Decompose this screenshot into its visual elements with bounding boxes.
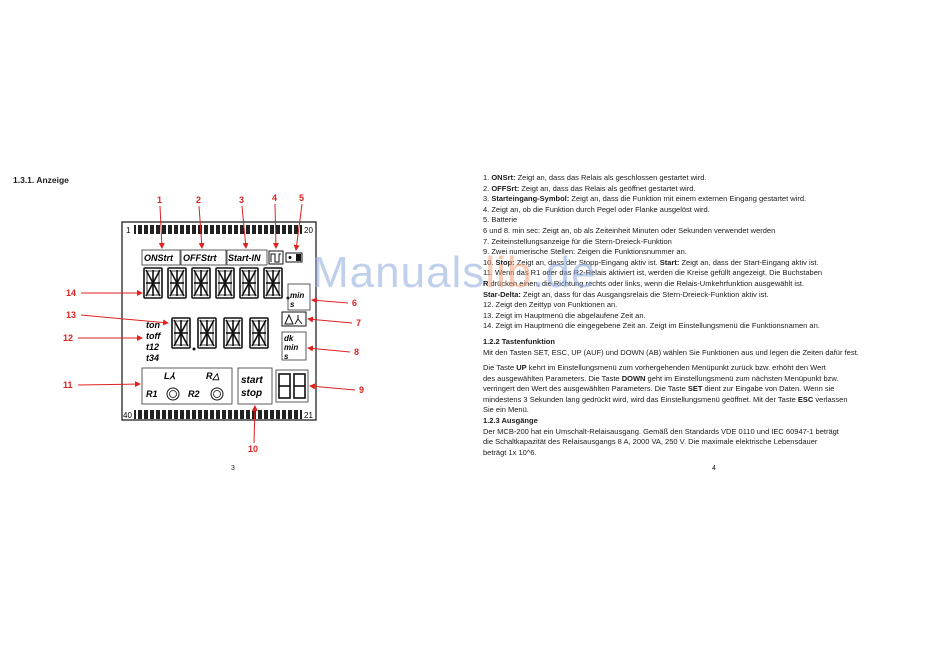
start-in-label: Start-IN	[228, 253, 261, 263]
time-type-t12: t12	[146, 342, 159, 352]
relay-indicators: L⅄ R△ R1 R2	[141, 367, 233, 405]
relay-r1-label: R1	[146, 389, 158, 399]
lcd-frame	[121, 221, 317, 421]
onstrt-label: ONStrt	[144, 253, 174, 263]
callout-14: 14	[66, 288, 76, 298]
callout-12: 12	[63, 333, 73, 343]
unit-top: min s	[287, 283, 311, 311]
relay-r1-circle	[166, 387, 180, 401]
list-item: 1. ONSrt: Zeigt an, dass das Relais als …	[483, 173, 707, 182]
corner-label-21: 21	[304, 411, 313, 420]
heading-ausgaenge: 1.2.3 Ausgänge	[483, 416, 538, 426]
bottom-digit-row	[171, 317, 269, 351]
start-stop-indicator: start stop	[237, 367, 273, 405]
paragraph: Der MCB-200 hat ein Umschalt-Relaisausga…	[483, 426, 839, 436]
list-item: 5. Batterie	[483, 215, 518, 225]
description-text: 1. ONSrt: Zeigt an, dass das Relais als …	[483, 173, 945, 458]
heading-tastenfunktion: 1.2.2 Tastenfunktion	[483, 336, 555, 346]
battery-icon	[285, 252, 303, 263]
time-type-t34: t34	[146, 353, 159, 363]
list-item: 6 und 8. min sec: Zeigt an, ob als Zeite…	[483, 225, 776, 235]
callout-8: 8	[354, 347, 359, 357]
relay-r2-circle	[210, 387, 224, 401]
watermark: Manualslib.de	[312, 248, 597, 297]
list-item: Star-Delta: Zeigt an, dass für das Ausga…	[483, 289, 769, 299]
paragraph: beträgt 1x 10^6.	[483, 447, 537, 457]
corner-label-40: 40	[123, 411, 132, 420]
left-page: 1.3.1. Anzeige 1 20 40 21	[13, 175, 364, 472]
page-number-right: 4	[712, 465, 716, 472]
paragraph: Die Taste UP kehrt im Einstellungsmenü z…	[483, 363, 826, 373]
callout-3: 3	[239, 195, 244, 205]
list-item: R drücken einen, die Richtung rechts ode…	[483, 278, 805, 288]
section-title: 1.3.1. Anzeige	[13, 175, 69, 185]
paragraph: mindestens 3 Sekunden lang gedrückt wird…	[483, 394, 848, 404]
list-item: 12. Zeigt den Zeittyp von Funktionen an.	[483, 300, 618, 310]
list-item: 11. Wenn das R1 oder das R2-Relais aktiv…	[483, 268, 823, 278]
stop-label: stop	[241, 388, 262, 399]
callout-5: 5	[299, 193, 304, 203]
unit-top-s: s	[290, 300, 295, 309]
unit-bottom: dk min s	[281, 331, 307, 361]
list-item: 13. Zeigt im Hauptmenü die abgelaufene Z…	[483, 310, 646, 320]
offstrt-label: OFFStrt	[183, 253, 217, 263]
callout-11: 11	[63, 380, 73, 390]
corner-label-1: 1	[126, 226, 131, 235]
paragraph: des ausgewählten Parameters. Die Taste D…	[483, 373, 839, 383]
paragraph: Mit den Tasten SET, ESC, UP (AUF) und DO…	[483, 347, 859, 357]
time-type-toff: toff	[146, 331, 161, 341]
right-page: 1. ONSrt: Zeigt an, dass das Relais als …	[475, 0, 950, 654]
callout-7: 7	[356, 318, 361, 328]
paragraph: verringert den Wert des ausgewählten Par…	[483, 384, 835, 394]
callout-6: 6	[352, 298, 357, 308]
list-item: 3. Starteingang-Symbol: Zeigt an, dass d…	[483, 194, 807, 204]
callout-4: 4	[272, 193, 277, 203]
function-number-digits	[275, 369, 309, 403]
list-item: 4. Zeigt an, ob die Funktion durch Pegel…	[483, 204, 710, 214]
segment-bar-bottom	[134, 410, 302, 419]
unit-bottom-min: min	[284, 343, 298, 352]
start-label: start	[241, 375, 263, 386]
relay-r2-label: R2	[188, 389, 200, 399]
segment-bar-top	[134, 225, 302, 234]
list-item: 7. Zeiteinstellungsanzeige für die Stern…	[483, 236, 672, 246]
list-item: 9. Zwei numerische Stellen: Zeigen die F…	[483, 247, 687, 257]
corner-label-20: 20	[304, 226, 313, 235]
relay-l-star-label: L⅄	[164, 371, 175, 381]
edge-trigger-icon	[268, 250, 284, 265]
paragraph: die Schaltkapazität des Relaisausgangs 8…	[483, 437, 818, 447]
list-item: 14. Zeigt im Hauptmenü die eingegebene Z…	[483, 321, 820, 331]
unit-bottom-s: s	[284, 352, 289, 361]
callout-1: 1	[157, 195, 162, 205]
time-type-labels: ton toff t12 t34	[146, 320, 161, 363]
list-item: 10. Stop: Zeigt an, dass der Stopp-Einga…	[483, 257, 819, 267]
time-type-ton: ton	[146, 320, 160, 330]
star-delta-icon	[281, 311, 307, 327]
callout-10: 10	[248, 444, 258, 454]
page-number-left: 3	[231, 465, 235, 472]
callout-9: 9	[359, 385, 364, 395]
relay-r-delta-label: R△	[206, 371, 219, 381]
unit-top-min: min	[290, 291, 304, 300]
paragraph: Sie ein Menü.	[483, 405, 529, 415]
callouts: 1 2 3 4 5 6 7 8 9 10 11 12 13 1	[63, 193, 364, 454]
callout-2: 2	[196, 195, 201, 205]
lcd-display-diagram: 1 20 40 21 ONStrt OFFStrt Start-IN	[63, 193, 364, 454]
callout-13: 13	[66, 310, 76, 320]
unit-bottom-dk: dk	[284, 334, 294, 343]
list-item: 2. OFFSrt: Zeigt an, dass das Relais als…	[483, 183, 696, 193]
